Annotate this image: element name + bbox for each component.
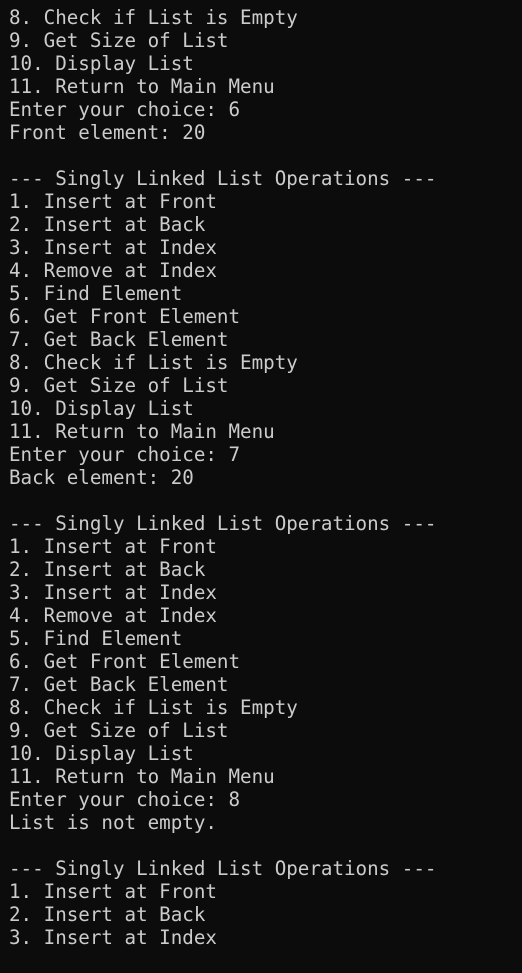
menu-item-insert-back: 2. Insert at Back (9, 558, 206, 581)
menu-item-return-main: 11. Return to Main Menu (9, 75, 275, 98)
menu-item-insert-back: 2. Insert at Back (9, 903, 206, 926)
menu-item-get-back: 7. Get Back Element (9, 673, 229, 696)
menu-item-display-list: 10. Display List (9, 397, 194, 420)
menu-item-check-empty: 8. Check if List is Empty (9, 696, 298, 719)
menu-item-display-list: 10. Display List (9, 52, 194, 75)
menu-item-display-list: 10. Display List (9, 742, 194, 765)
menu-item-get-front: 6. Get Front Element (9, 305, 241, 328)
menu-item-insert-back: 2. Insert at Back (9, 213, 206, 236)
choice-prompt: Enter your choice: 6 (9, 98, 241, 121)
menu-item-check-empty: 8. Check if List is Empty (9, 6, 298, 29)
menu-item-return-main: 11. Return to Main Menu (9, 765, 275, 788)
result-line: Back element: 20 (9, 466, 194, 489)
menu-item-insert-front: 1. Insert at Front (9, 190, 217, 213)
choice-prompt: Enter your choice: 8 (9, 788, 241, 811)
menu-header: --- Singly Linked List Operations --- (9, 857, 437, 880)
menu-header: --- Singly Linked List Operations --- (9, 512, 437, 535)
result-line: Front element: 20 (9, 121, 206, 144)
menu-item-get-size: 9. Get Size of List (9, 374, 229, 397)
menu-item-insert-index: 3. Insert at Index (9, 581, 217, 604)
menu-item-find-element: 5. Find Element (9, 282, 183, 305)
menu-header: --- Singly Linked List Operations --- (9, 167, 437, 190)
blank-line (9, 144, 522, 167)
menu-item-find-element: 5. Find Element (9, 627, 183, 650)
menu-item-get-size: 9. Get Size of List (9, 29, 229, 52)
menu-item-insert-index: 3. Insert at Index (9, 926, 217, 949)
result-line: List is not empty. (9, 811, 217, 834)
menu-item-insert-index: 3. Insert at Index (9, 236, 217, 259)
menu-item-insert-front: 1. Insert at Front (9, 535, 217, 558)
blank-line (9, 834, 522, 857)
menu-item-get-back: 7. Get Back Element (9, 328, 229, 351)
menu-item-remove-index: 4. Remove at Index (9, 259, 217, 282)
menu-item-remove-index: 4. Remove at Index (9, 604, 217, 627)
menu-item-check-empty: 8. Check if List is Empty (9, 351, 298, 374)
menu-item-insert-front: 1. Insert at Front (9, 880, 217, 903)
menu-item-get-size: 9. Get Size of List (9, 719, 229, 742)
menu-item-return-main: 11. Return to Main Menu (9, 420, 275, 443)
menu-item-get-front: 6. Get Front Element (9, 650, 241, 673)
choice-prompt: Enter your choice: 7 (9, 443, 241, 466)
blank-line (9, 489, 522, 512)
